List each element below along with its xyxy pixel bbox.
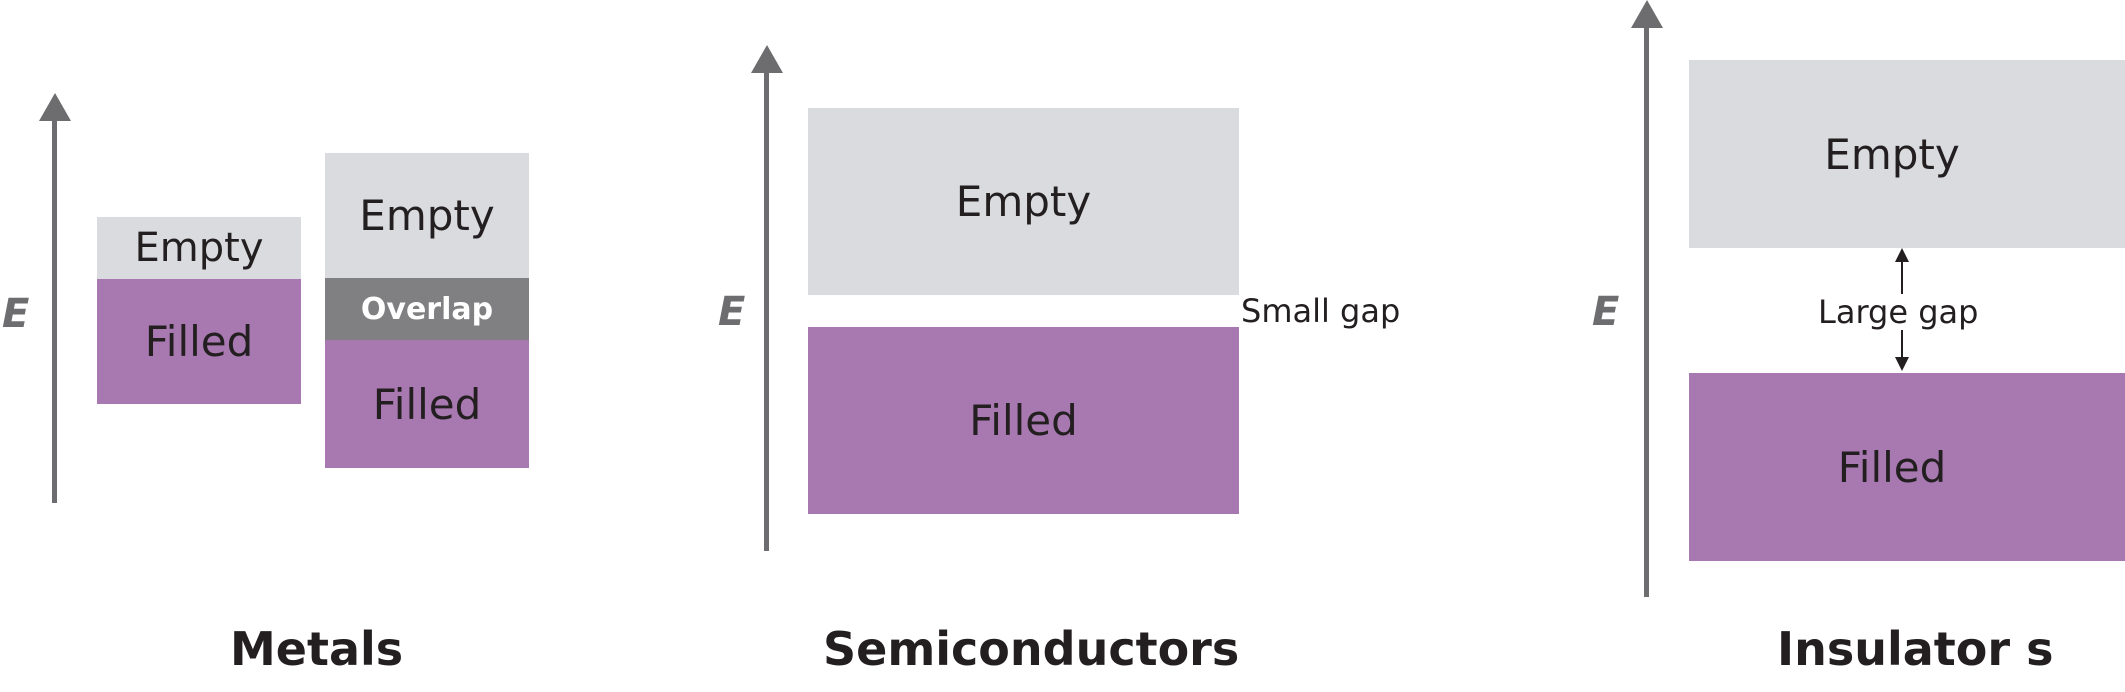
metal-b-overlap-band: Overlap	[325, 278, 529, 340]
semiconductor-empty-band: Empty	[808, 108, 1239, 295]
metal-a-filled-band: Filled	[97, 279, 301, 404]
energy-axis-label: E	[718, 289, 746, 335]
energy-axis-line	[764, 70, 769, 551]
metal-b-filled-label: Filled	[372, 379, 482, 429]
insulator-empty-label: Empty	[1824, 129, 1960, 179]
metal-b-filled-band: Filled	[325, 340, 529, 468]
metal-b-empty-band: Empty	[325, 153, 529, 278]
metals-title: Metals	[230, 622, 404, 676]
semiconductor-filled-label: Filled	[969, 396, 1078, 445]
insulator-filled-band: Filled	[1689, 373, 2125, 561]
energy-axis-arrowhead-icon	[1631, 0, 1663, 28]
large-gap-label: Large gap	[1818, 293, 1979, 331]
insulator-empty-band: Empty	[1689, 60, 2125, 248]
metal-b-overlap-label: Overlap	[360, 291, 494, 327]
semiconductors-title: Semiconductors	[823, 622, 1240, 676]
metal-a-empty-label: Empty	[134, 225, 264, 271]
energy-axis-label: E	[1592, 289, 1620, 335]
energy-axis-arrowhead-icon	[39, 93, 71, 121]
metal-a-filled-label: Filled	[144, 317, 254, 366]
metal-b-empty-label: Empty	[359, 191, 495, 240]
energy-axis-label: E	[2, 291, 30, 337]
insulator-filled-label: Filled	[1837, 442, 1947, 492]
gap-down-arrow-icon	[1895, 330, 1909, 371]
gap-up-arrow-icon	[1895, 248, 1909, 294]
insulators-title: Insulator s	[1777, 622, 2054, 676]
semiconductor-empty-label: Empty	[955, 177, 1092, 226]
energy-axis-arrowhead-icon	[751, 45, 783, 73]
energy-axis-line	[1644, 25, 1649, 597]
metal-a-empty-band: Empty	[97, 217, 301, 279]
semiconductor-filled-band: Filled	[808, 327, 1239, 514]
energy-axis-line	[52, 118, 57, 503]
small-gap-label: Small gap	[1241, 292, 1401, 330]
